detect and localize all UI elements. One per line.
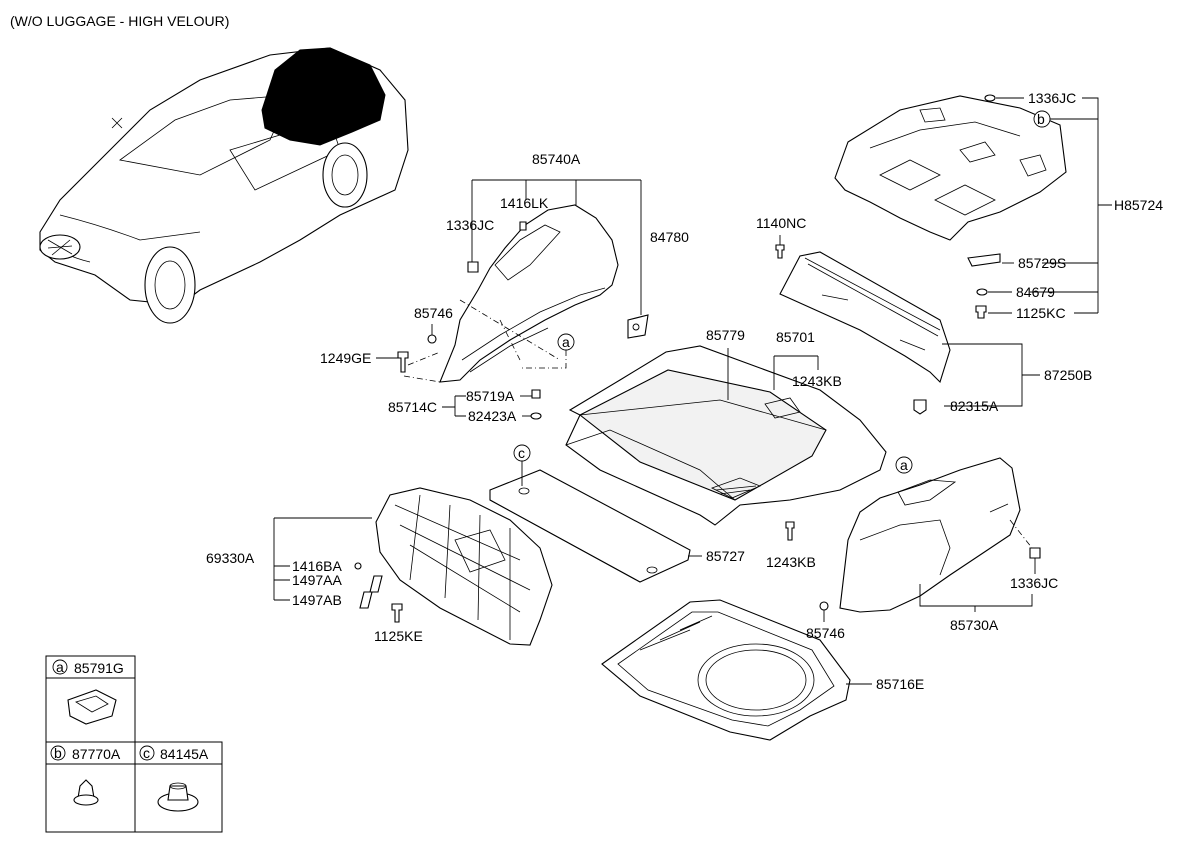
label-85727: 85727 bbox=[706, 548, 745, 564]
label-1336JC-left: 1336JC bbox=[446, 217, 494, 233]
label-1125KC: 1125KC bbox=[1016, 305, 1066, 321]
pad-1497AA bbox=[369, 575, 383, 593]
clip-1336JC-left bbox=[467, 261, 479, 273]
clip-1336JC-right bbox=[1029, 547, 1041, 559]
legend-c-letter: c bbox=[143, 745, 150, 761]
diagram-title: (W/O LUGGAGE - HIGH VELOUR) bbox=[10, 13, 229, 29]
label-H85724: H85724 bbox=[1114, 197, 1163, 213]
legend-b-letter: b bbox=[54, 745, 62, 761]
callout-a-left-letter: a bbox=[562, 334, 570, 350]
label-1243KB-top: 1243KB bbox=[792, 373, 842, 389]
washer-82423A bbox=[530, 412, 542, 420]
legend-a-clip-detail bbox=[75, 695, 109, 713]
label-85746-left: 85746 bbox=[414, 305, 453, 321]
legend-b-circle bbox=[50, 745, 66, 761]
bracket-85729S bbox=[967, 253, 1001, 267]
washer-1336JC-top bbox=[984, 94, 996, 102]
legend-c-circle bbox=[139, 745, 155, 761]
leader-69330A bbox=[273, 517, 372, 601]
label-85701: 85701 bbox=[776, 329, 815, 345]
bolt-1249GE bbox=[397, 351, 409, 373]
label-69330A: 69330A bbox=[206, 550, 255, 566]
dashline-callout-a-left bbox=[520, 350, 567, 369]
washer-84679 bbox=[976, 288, 988, 296]
legend-b-part: 87770A bbox=[72, 746, 121, 762]
screw-1416BA bbox=[354, 562, 362, 570]
label-85746-right: 85746 bbox=[806, 625, 845, 641]
label-85740A: 85740A bbox=[532, 151, 581, 167]
floor-mat bbox=[601, 599, 851, 741]
leader-85740A bbox=[471, 179, 642, 315]
legend-a-part: 85791G bbox=[74, 660, 124, 676]
bolt-1125KE bbox=[391, 603, 403, 623]
legend-a-letter: a bbox=[56, 659, 64, 675]
label-82315A: 82315A bbox=[950, 398, 999, 414]
label-85716E: 85716E bbox=[876, 676, 924, 692]
leader-85714C bbox=[442, 395, 466, 417]
label-1336JC-top: 1336JC bbox=[1028, 90, 1076, 106]
callout-a-right bbox=[895, 456, 913, 474]
label-1416BA: 1416BA bbox=[292, 558, 342, 574]
label-82423A: 82423A bbox=[468, 408, 517, 424]
leader-85701 bbox=[773, 355, 819, 390]
label-84679: 84679 bbox=[1016, 284, 1055, 300]
label-85779: 85779 bbox=[706, 327, 745, 343]
screw-1416LK bbox=[519, 221, 527, 231]
foam-tray bbox=[375, 487, 553, 646]
luggage-covering bbox=[565, 345, 887, 526]
callout-a-right-letter: a bbox=[900, 457, 908, 473]
legend-b-clip-base bbox=[73, 794, 99, 806]
legend-a-circle bbox=[52, 659, 68, 675]
label-1125KE: 1125KE bbox=[374, 628, 423, 644]
right-trim-assembly bbox=[839, 457, 1033, 613]
label-1416LK: 1416LK bbox=[500, 195, 549, 211]
legend-table bbox=[45, 655, 223, 833]
luggage-board bbox=[489, 469, 691, 583]
clip-85719A bbox=[531, 389, 541, 399]
label-1243KB-bottom: 1243KB bbox=[766, 554, 816, 570]
label-84780: 84780 bbox=[650, 229, 689, 245]
screw-1140NC bbox=[775, 244, 785, 259]
callout-b-letter: b bbox=[1037, 111, 1045, 127]
pad-1497AB bbox=[359, 591, 373, 609]
dashline-1249GE bbox=[403, 351, 441, 383]
left-trim-assembly bbox=[439, 204, 649, 383]
label-1497AA: 1497AA bbox=[292, 572, 342, 588]
label-1336JC-right: 1336JC bbox=[1010, 575, 1058, 591]
label-85714C: 85714C bbox=[388, 399, 437, 415]
legend-a-clip-image bbox=[67, 689, 117, 725]
leader-87250B bbox=[942, 343, 1040, 407]
legend-c-nut-top bbox=[169, 782, 187, 790]
label-87250B: 87250B bbox=[1044, 367, 1092, 383]
fastener-85746-left bbox=[427, 334, 437, 344]
clip-82315A bbox=[913, 399, 927, 415]
legend-c-part: 84145A bbox=[160, 746, 209, 762]
callout-c-letter: c bbox=[518, 445, 525, 461]
leader-H85724 bbox=[1030, 97, 1112, 314]
label-1249GE: 1249GE bbox=[320, 350, 371, 366]
fastener-85746-right bbox=[819, 601, 829, 611]
label-85729S: 85729S bbox=[1018, 255, 1066, 271]
leader-85730A bbox=[919, 584, 1033, 612]
label-85719A: 85719A bbox=[466, 388, 515, 404]
sill-plate bbox=[779, 251, 951, 384]
label-85730A: 85730A bbox=[950, 617, 999, 633]
bolt-1243KB-bottom bbox=[785, 521, 795, 541]
label-1140NC: 1140NC bbox=[756, 215, 806, 231]
car-illustration bbox=[39, 47, 409, 324]
bolt-1125KC bbox=[975, 305, 987, 319]
package-tray bbox=[834, 95, 1067, 241]
label-1497AB: 1497AB bbox=[292, 592, 342, 608]
